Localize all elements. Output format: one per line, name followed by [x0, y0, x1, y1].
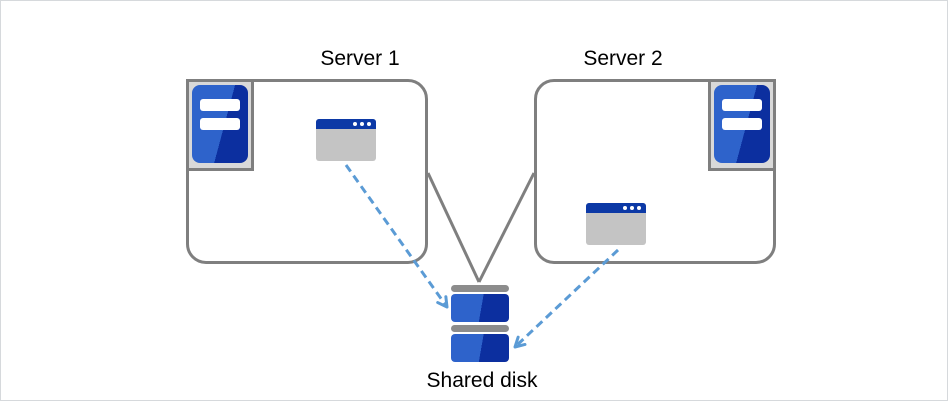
server1-to-disk-line: [426, 172, 481, 283]
window-dot: [360, 122, 364, 126]
window-dot: [623, 206, 627, 210]
disk-block: [451, 334, 509, 362]
window-titlebar: [316, 119, 376, 129]
stacked-disk-icon: [451, 285, 509, 362]
app2-to-disk-arrow: [513, 248, 620, 349]
window-dot: [637, 206, 641, 210]
disk-bar: [451, 285, 509, 292]
tower-slot: [722, 99, 762, 111]
server2-icon-container: [708, 79, 776, 171]
server1-icon-container: [186, 79, 254, 171]
server1-label: Server 1: [320, 47, 400, 70]
window-dot: [630, 206, 634, 210]
tower-slot: [200, 99, 240, 111]
window-titlebar: [586, 203, 646, 213]
disk-block: [451, 294, 509, 322]
application-window-icon: [586, 203, 646, 245]
tower-slot: [200, 118, 240, 130]
disk-bar: [451, 325, 509, 332]
tower-slot: [722, 118, 762, 130]
shared-disk-label: Shared disk: [426, 369, 538, 392]
application-window-icon: [316, 119, 376, 161]
window-dot: [367, 122, 371, 126]
server2-label: Server 2: [583, 47, 663, 70]
server-tower-icon: [192, 85, 248, 163]
server2-to-disk-line: [477, 172, 536, 283]
server-tower-icon: [714, 85, 770, 163]
window-dot: [353, 122, 357, 126]
